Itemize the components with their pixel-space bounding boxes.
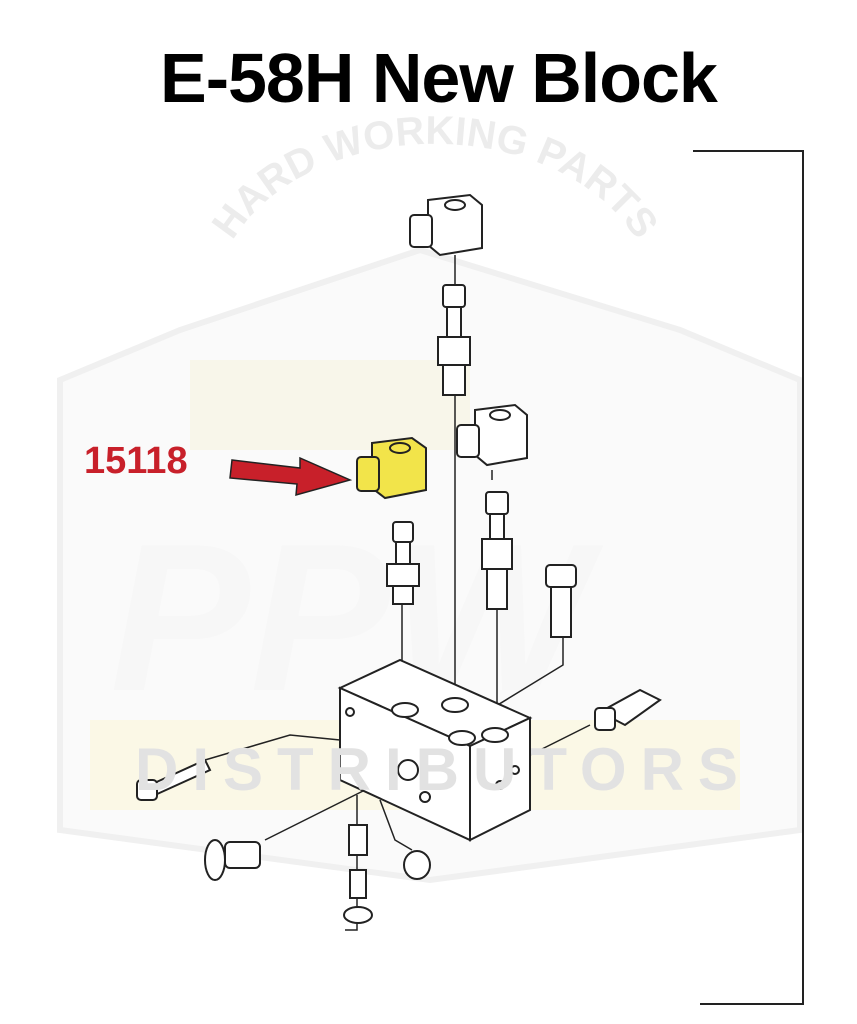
pressure-sensor — [594, 688, 662, 731]
plug-valve — [204, 839, 261, 881]
valve-block — [337, 658, 533, 842]
cartridge-valve-left — [386, 521, 420, 605]
cartridge-valve-top — [437, 284, 471, 396]
exploded-parts — [136, 193, 662, 931]
solenoid-coil-top — [409, 193, 483, 257]
callout-arrow — [229, 456, 353, 497]
relief-valve — [545, 564, 577, 638]
group-bracket — [693, 150, 804, 1005]
solenoid-coil-right — [456, 403, 528, 467]
watermark-sub-text: DISTRIBUTORS — [135, 736, 752, 803]
bolt — [136, 758, 212, 801]
page-title: E-58H New Block — [160, 39, 718, 117]
solenoid-coil-15118 — [356, 436, 427, 500]
part-number-label: 15118 — [84, 440, 188, 482]
check-valve-parts — [343, 824, 431, 924]
cartridge-valve-right — [481, 491, 513, 610]
